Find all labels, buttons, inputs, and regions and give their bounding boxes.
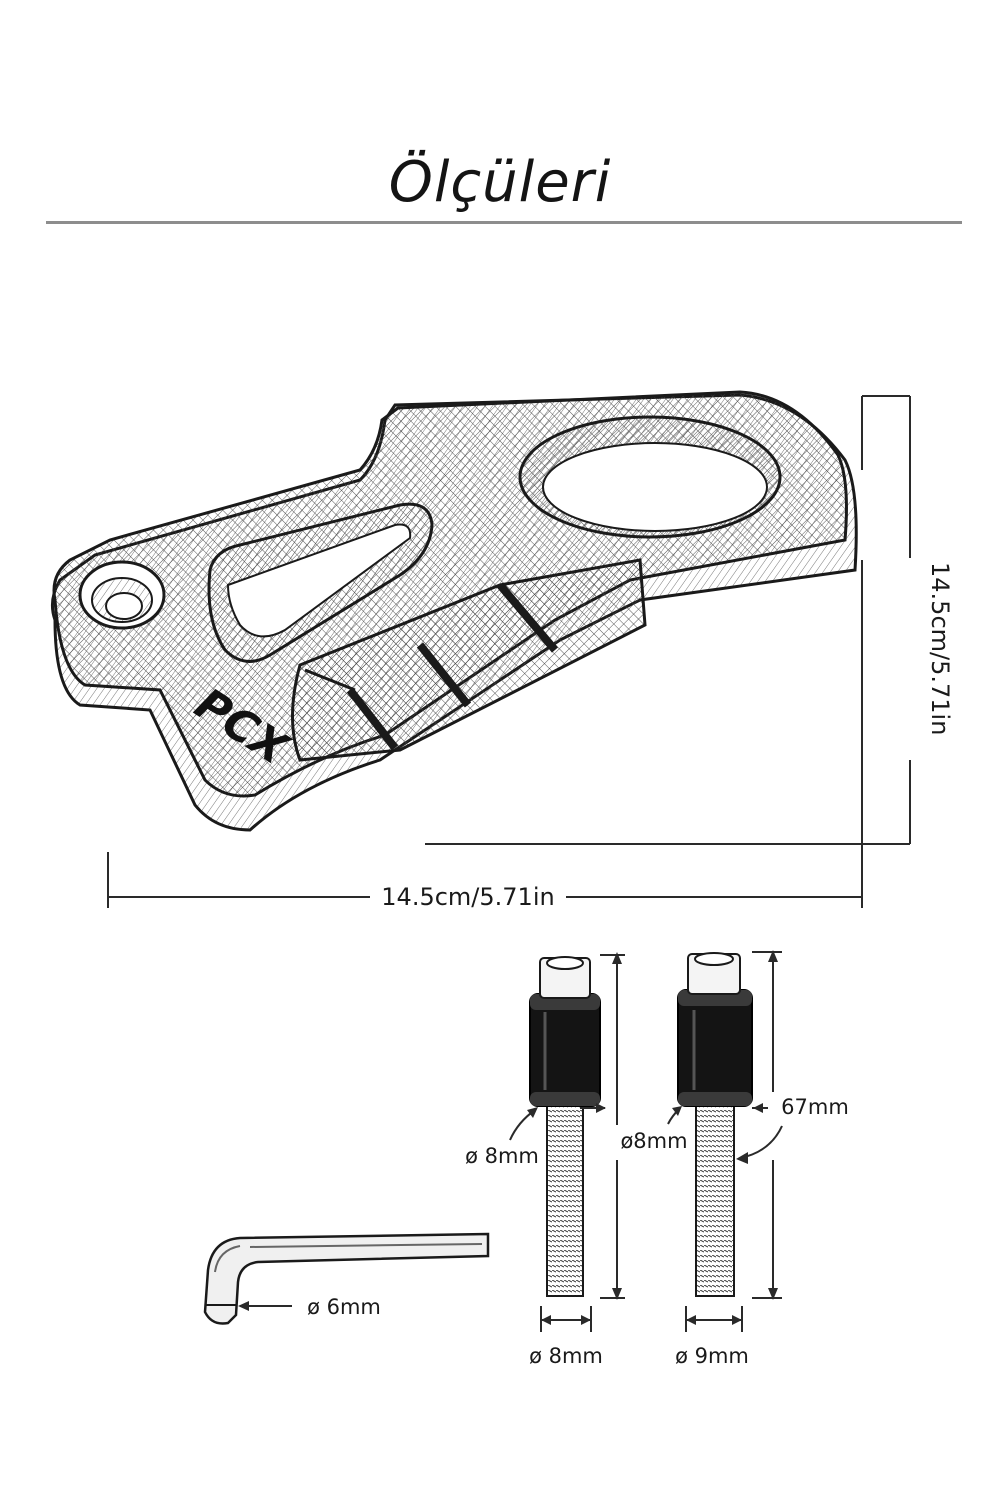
sleeve-diameter-callout-left: ø 8mm xyxy=(465,1103,606,1168)
grip-ridges xyxy=(291,558,647,762)
bolt-left-length-label: ø8mm xyxy=(620,1129,687,1153)
sleeve-diameter-callout-right xyxy=(667,1103,783,1164)
allen-key-diameter-label: ø 6mm xyxy=(307,1295,381,1319)
thread-diameter-right-dimension: ø 9mm xyxy=(675,1306,749,1368)
thread-diameter-left-dimension: ø 8mm xyxy=(529,1306,603,1368)
bolt-right-length-dimension: 67mm xyxy=(752,950,849,1300)
thread-diameter-left-label: ø 8mm xyxy=(529,1344,603,1368)
bolt-right-length-label: 67mm xyxy=(781,1095,849,1119)
height-label: 14.5cm/5.71in xyxy=(926,562,954,735)
bolt-left-length-dimension: ø8mm xyxy=(600,952,688,1300)
mounting-hole xyxy=(78,560,166,630)
large-hole xyxy=(518,415,782,539)
title-divider xyxy=(46,221,962,224)
bolt-right xyxy=(677,952,753,1297)
height-dimension: 14.5cm/5.71in xyxy=(425,395,954,845)
thread-diameter-right-label: ø 9mm xyxy=(675,1344,749,1368)
page-title: Ölçüleri xyxy=(388,150,612,215)
slot-cutout xyxy=(207,502,434,663)
width-dimension: 14.5cm/5.71in xyxy=(107,560,863,911)
allen-key: ø 6mm xyxy=(203,1232,490,1325)
width-label: 14.5cm/5.71in xyxy=(381,883,554,911)
bolt-left xyxy=(529,956,601,1297)
sleeve-diameter-label: ø 8mm xyxy=(465,1144,539,1168)
bracket-illustration: PCX xyxy=(50,390,858,832)
